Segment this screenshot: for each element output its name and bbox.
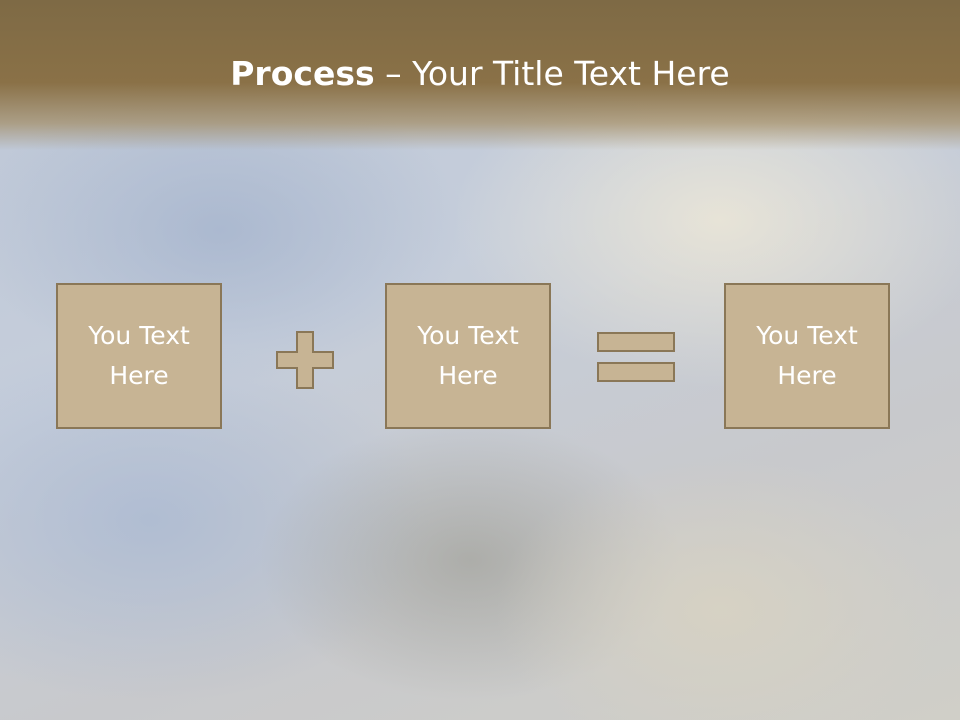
text-box-1[interactable]: You Text Here [56, 283, 222, 429]
text-box-3[interactable]: You Text Here [724, 283, 890, 429]
title-rest: – Your Title Text Here [374, 54, 730, 93]
plus-icon [276, 331, 334, 389]
text-box-3-label: You Text Here [756, 321, 858, 390]
text-box-2[interactable]: You Text Here [385, 283, 551, 429]
title-banner [0, 0, 960, 150]
text-box-2-label: You Text Here [417, 321, 519, 390]
text-box-1-label: You Text Here [88, 321, 190, 390]
slide-title: Process – Your Title Text Here [0, 50, 960, 98]
title-bold: Process [230, 54, 375, 93]
equals-icon [597, 332, 675, 382]
